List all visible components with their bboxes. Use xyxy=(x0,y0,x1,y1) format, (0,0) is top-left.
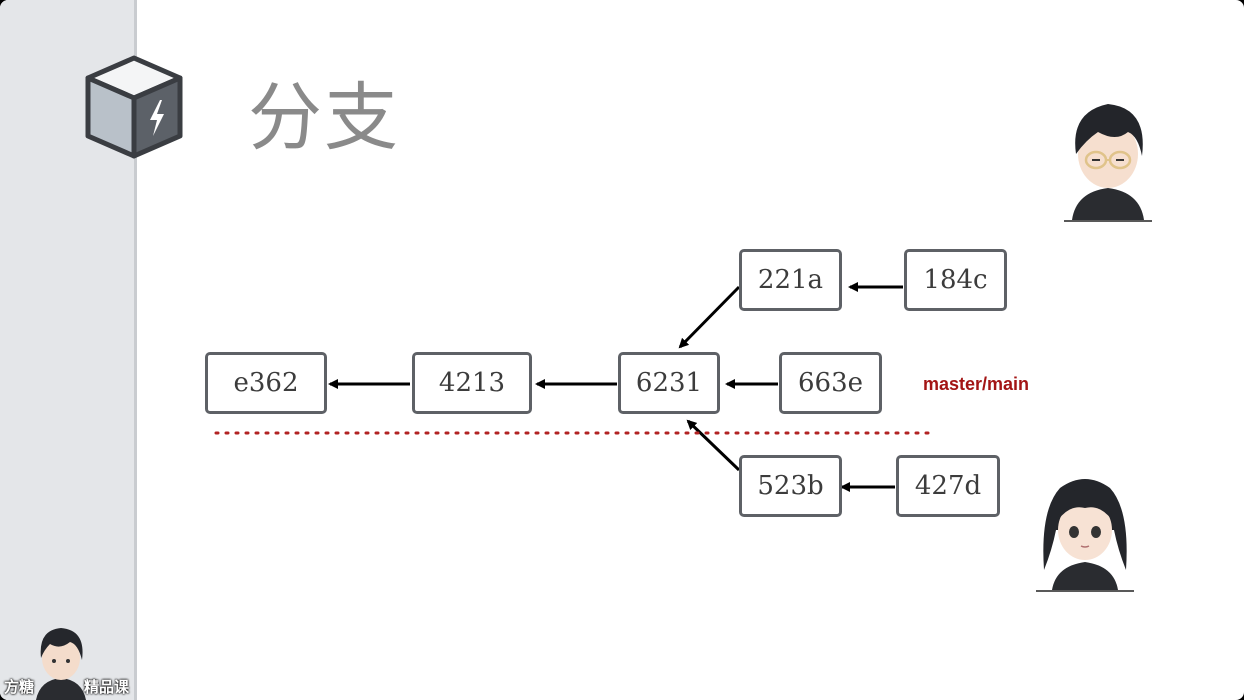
commit-4213: 4213 xyxy=(412,352,532,414)
arrow-221a-to-6231 xyxy=(678,285,741,349)
presenter-avatar xyxy=(36,628,86,700)
commit-6231: 6231 xyxy=(618,352,720,414)
commit-427d: 427d xyxy=(896,455,1000,517)
girl-avatar xyxy=(1036,479,1134,592)
commit-184c: 184c xyxy=(904,249,1007,311)
branch-label-master: master/main xyxy=(923,374,1030,394)
sidebar-divider xyxy=(134,0,137,700)
commit-221a: 221a xyxy=(739,249,842,311)
watermark-right: 精品课 xyxy=(84,678,130,696)
watermark-left: 方糖 xyxy=(4,678,35,696)
boy-with-glasses-avatar xyxy=(1064,104,1152,222)
slide-title: 分支 xyxy=(248,75,400,161)
git-cube-icon xyxy=(85,55,183,159)
arrow-523b-to-6231 xyxy=(686,419,741,472)
commit-e362: e362 xyxy=(205,352,327,414)
commit-663e: 663e xyxy=(779,352,882,414)
commit-523b: 523b xyxy=(739,455,842,517)
